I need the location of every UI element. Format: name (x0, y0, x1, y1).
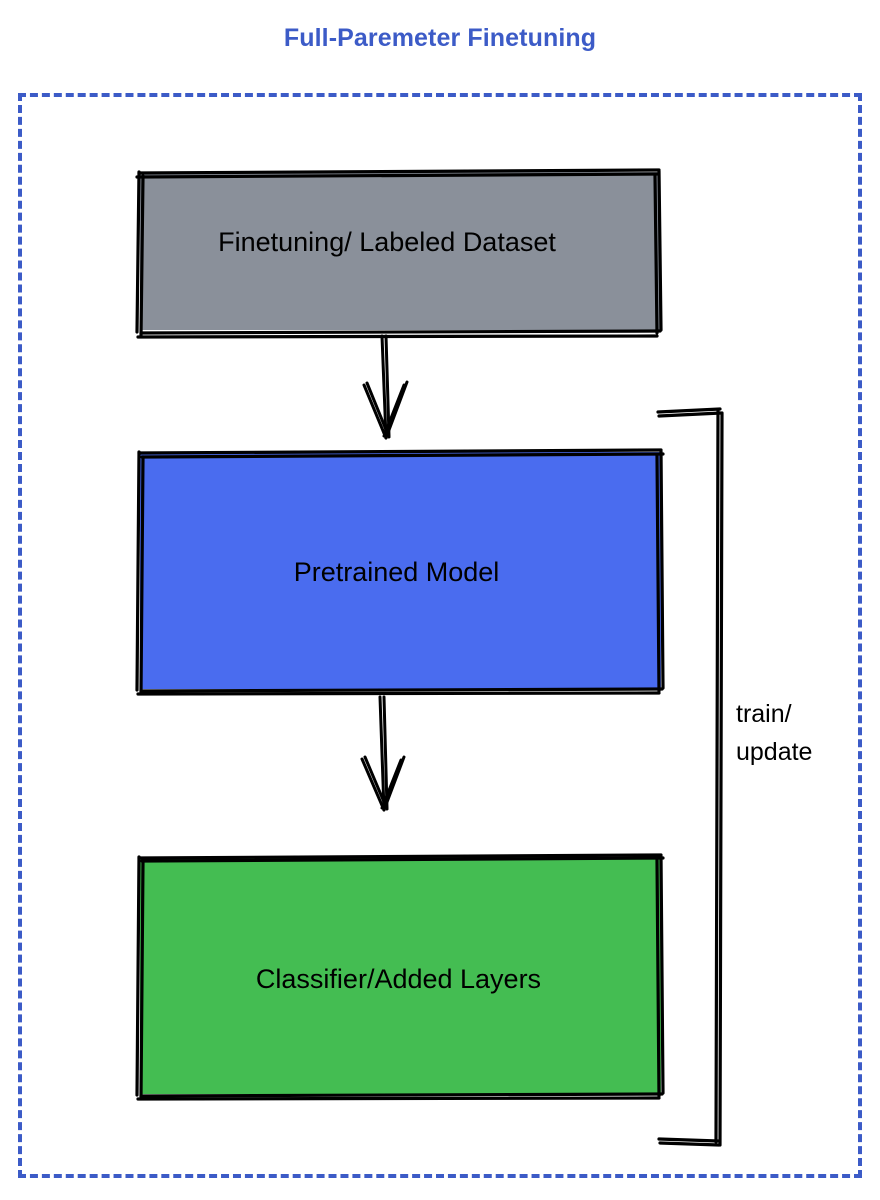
arrow-down-icon-dataset-to-pretrained (362, 334, 409, 440)
page-title: Full-Paremeter Finetuning (283, 24, 597, 52)
node-classifier-added-layers[interactable]: Classifier/Added Layers (140, 857, 661, 1094)
node-pretrained-model-label: Pretrained Model (293, 556, 500, 587)
edge-label-train-update: train/ update (736, 700, 813, 766)
node-dataset-label: Finetuning/ Labeled Dataset (218, 227, 556, 257)
node-dataset[interactable]: Finetuning/ Labeled Dataset (140, 172, 660, 330)
node-classifier-added-layers-label: Classifier/Added Layers (255, 963, 542, 994)
feedback-loop-icon-classifier-to-pretrained (656, 407, 724, 1147)
node-pretrained-model[interactable]: Pretrained Model (140, 452, 661, 689)
arrow-down-icon-pretrained-to-classifier (360, 695, 406, 812)
